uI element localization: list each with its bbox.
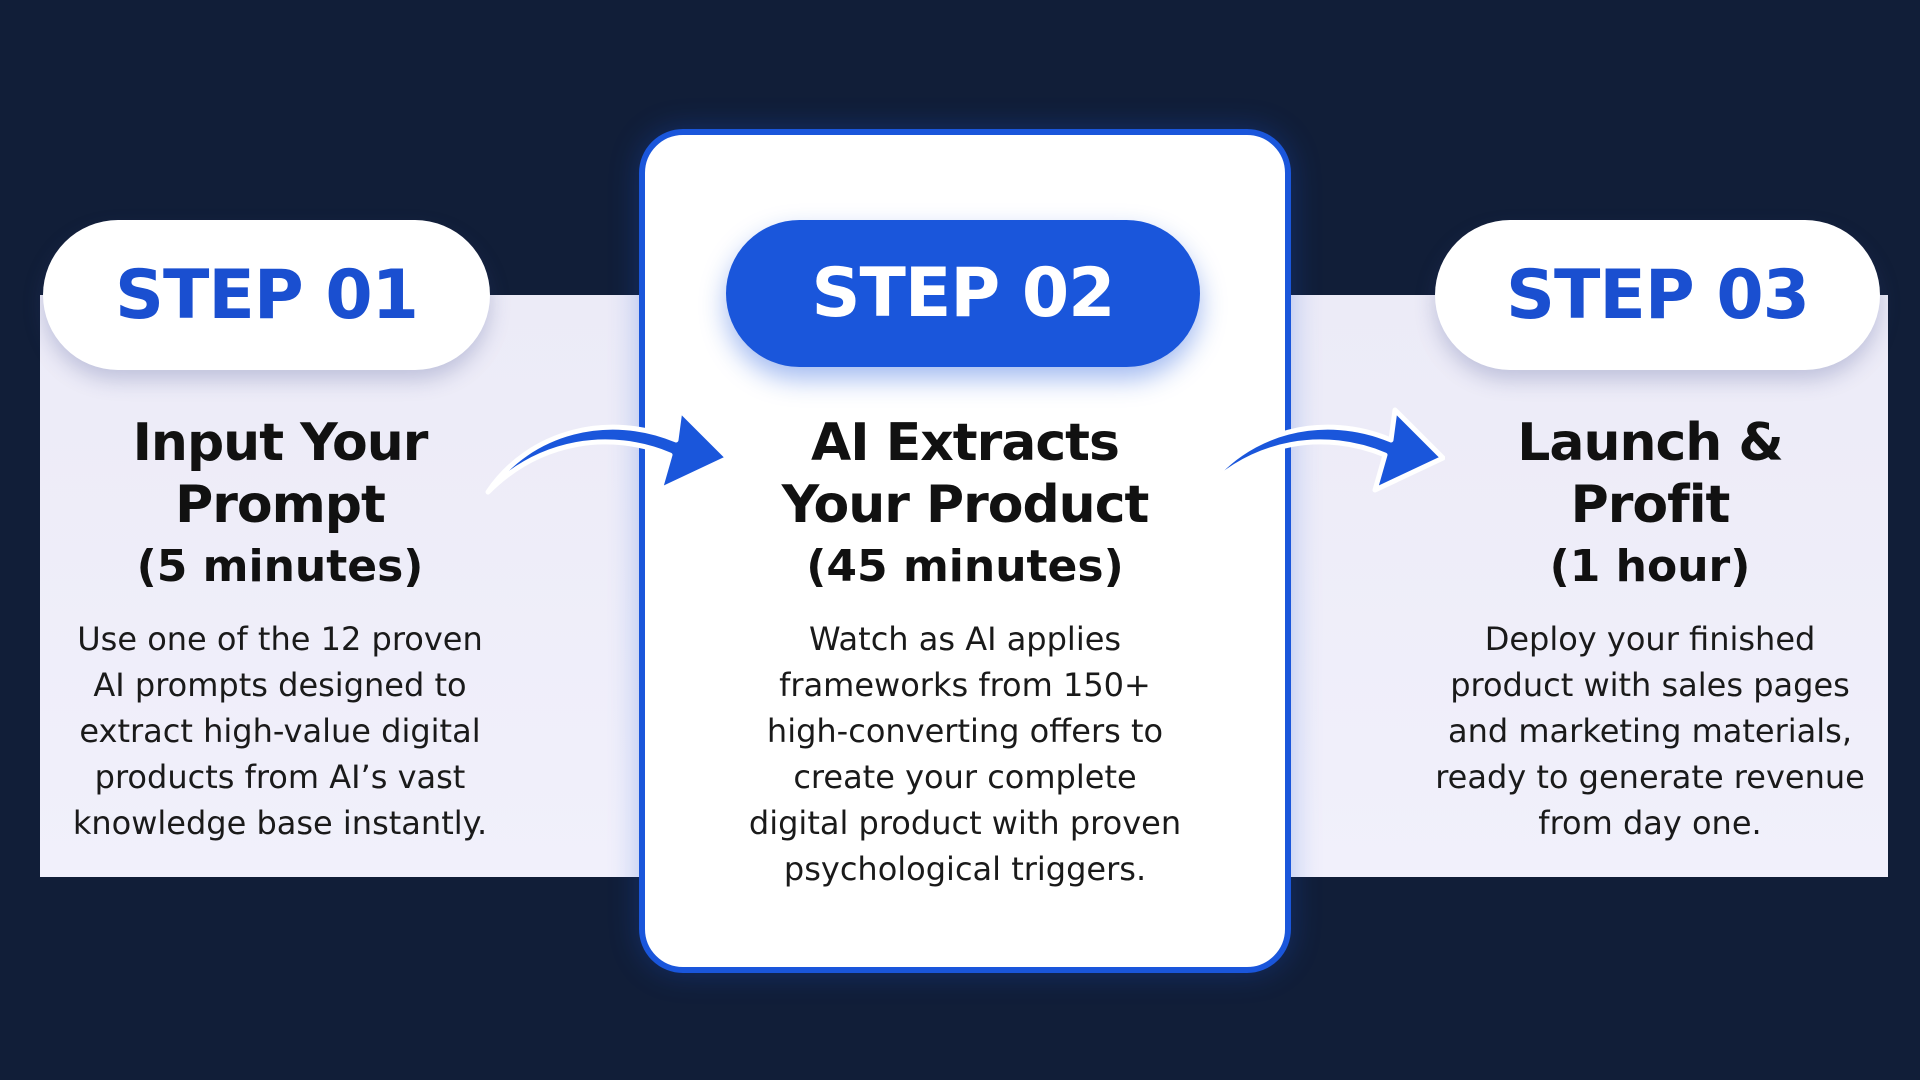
body-line: frameworks from 150+ [779,666,1151,704]
title-line: AI Extracts [811,413,1120,473]
body-line: Use one of the 12 proven [77,620,483,658]
arrow-right-icon [485,407,730,495]
step-3-badge: STEP 03 [1435,220,1880,370]
title-line: Launch & [1517,413,1784,473]
arrow-right-icon [1200,407,1445,495]
body-line: Deploy your finished [1484,620,1816,658]
step-2-badge: STEP 02 [726,220,1200,367]
title-line: Your Product [781,475,1150,535]
body-line: products from AI’s vast [94,758,466,796]
step-1-panel [40,295,650,877]
body-line: psychological triggers. [783,850,1147,888]
step-3-content: Launch &Profit (1 hour) Deploy your fini… [1410,412,1890,846]
body-line: and marketing materials, [1448,712,1852,750]
body-line: product with sales pages [1450,666,1850,704]
step-3-panel [1280,295,1888,877]
body-line: knowledge base instantly. [72,804,488,842]
title-line: Input Your [132,413,429,473]
body-line: extract high-value digital [79,712,481,750]
body-line: Watch as AI applies [808,620,1122,658]
step-3-description: Deploy your finished product with sales … [1410,616,1890,846]
step-1-label: STEP 01 [115,255,419,335]
body-line: create your complete [793,758,1137,796]
body-line: AI prompts designed to [93,666,467,704]
step-3-duration: (1 hour) [1549,541,1751,592]
step-1-badge: STEP 01 [43,220,490,370]
step-2-description: Watch as AI applies frameworks from 150+… [645,616,1285,892]
title-line: Profit [1570,475,1731,535]
body-line: from day one. [1538,804,1762,842]
body-line: high-converting offers to [766,712,1164,750]
step-2-duration: (45 minutes) [806,541,1124,592]
body-line: ready to generate revenue [1435,758,1865,796]
step-3-label: STEP 03 [1506,255,1810,335]
step-3-title: Launch &Profit [1410,412,1890,536]
step-2-label: STEP 02 [811,254,1116,333]
step-1-description: Use one of the 12 proven AI prompts desi… [40,616,520,846]
step-1-duration: (5 minutes) [136,541,424,592]
title-line: Prompt [175,475,386,535]
body-line: digital product with proven [748,804,1182,842]
